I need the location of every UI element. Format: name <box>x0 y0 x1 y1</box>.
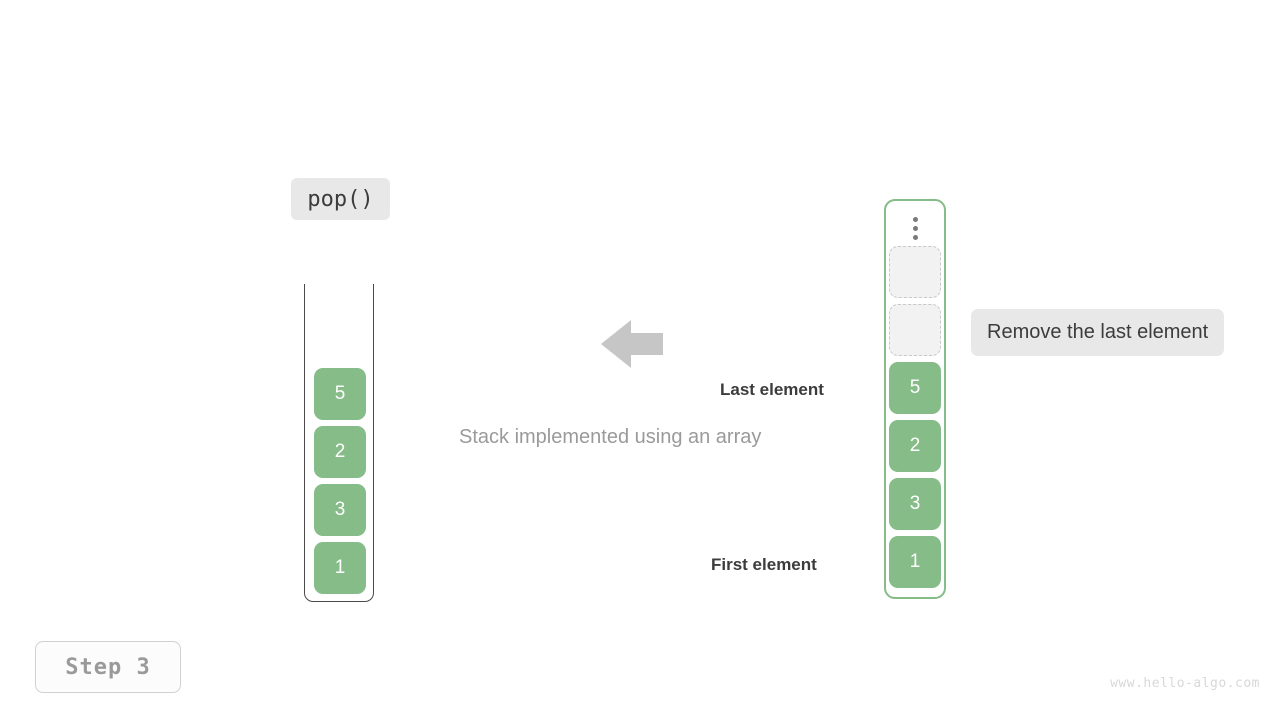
array-cell: 2 <box>889 420 941 472</box>
first-element-label: First element <box>711 555 817 574</box>
last-element-label: Last element <box>720 380 824 399</box>
arrow-left-icon <box>601 318 663 370</box>
array-container: 5 2 3 1 <box>884 199 946 599</box>
array-cell-list: 5 2 3 1 <box>886 246 944 588</box>
watermark: www.hello-algo.com <box>1110 676 1260 691</box>
vertical-ellipsis-icon <box>886 211 944 245</box>
stack-cell: 3 <box>314 484 366 536</box>
array-cell: 5 <box>889 362 941 414</box>
stack-cell: 5 <box>314 368 366 420</box>
array-empty-slot <box>889 304 941 356</box>
annotation-note: Remove the last element <box>971 309 1225 356</box>
diagram-caption: Stack implemented using an array <box>459 426 762 448</box>
step-badge: Step 3 <box>35 641 181 693</box>
array-cell: 3 <box>889 478 941 530</box>
stack-cell: 1 <box>314 542 366 594</box>
operation-label: pop() <box>291 178 390 220</box>
stack-cell-list: 5 2 3 1 <box>305 368 375 594</box>
stack-container: 5 2 3 1 <box>304 284 374 602</box>
stack-cell: 2 <box>314 426 366 478</box>
array-empty-slot <box>889 246 941 298</box>
array-cell: 1 <box>889 536 941 588</box>
